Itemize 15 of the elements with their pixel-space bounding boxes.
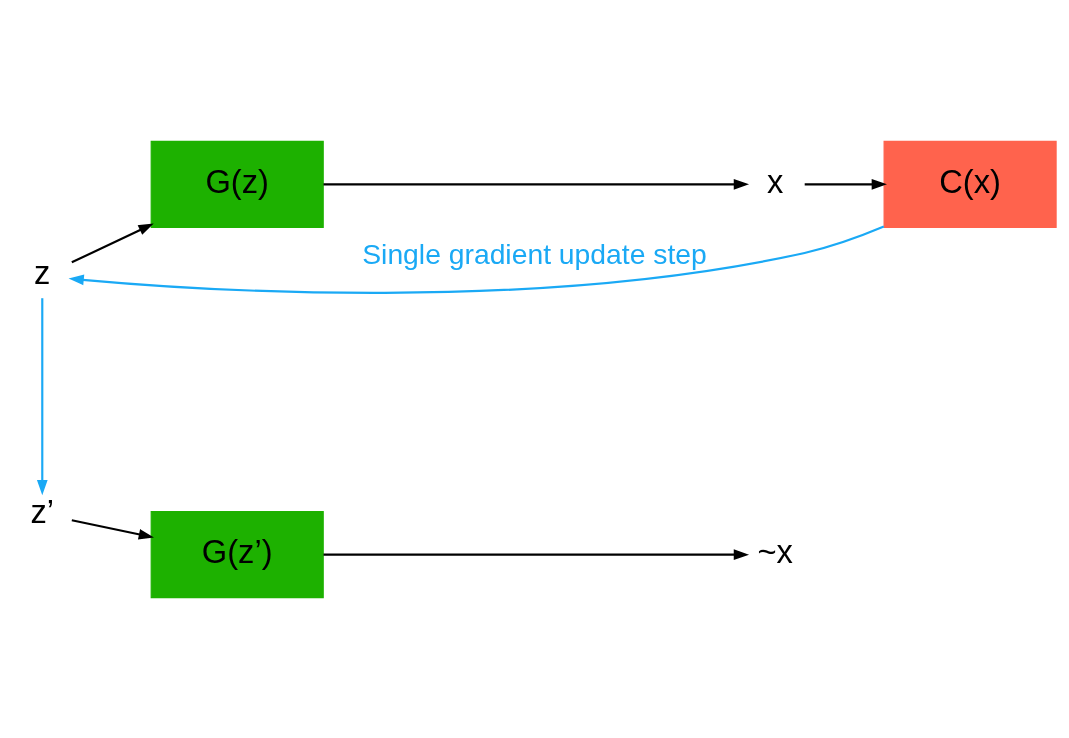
node-box: C(x) [883, 140, 1057, 228]
node-text: x [767, 162, 784, 200]
node-box: G(z’) [150, 510, 324, 598]
node-box: G(z) [150, 140, 324, 228]
edge-label: Single gradient update step [362, 237, 707, 270]
node-text: ~x [757, 532, 793, 570]
arrow [68, 225, 885, 294]
arrow [323, 548, 750, 560]
arrow [71, 518, 154, 540]
arrow [323, 178, 750, 190]
arrow [804, 178, 887, 190]
arrow [71, 222, 154, 263]
node-text: z [34, 253, 51, 291]
arrow [36, 297, 48, 495]
node-text: z’ [30, 492, 55, 529]
